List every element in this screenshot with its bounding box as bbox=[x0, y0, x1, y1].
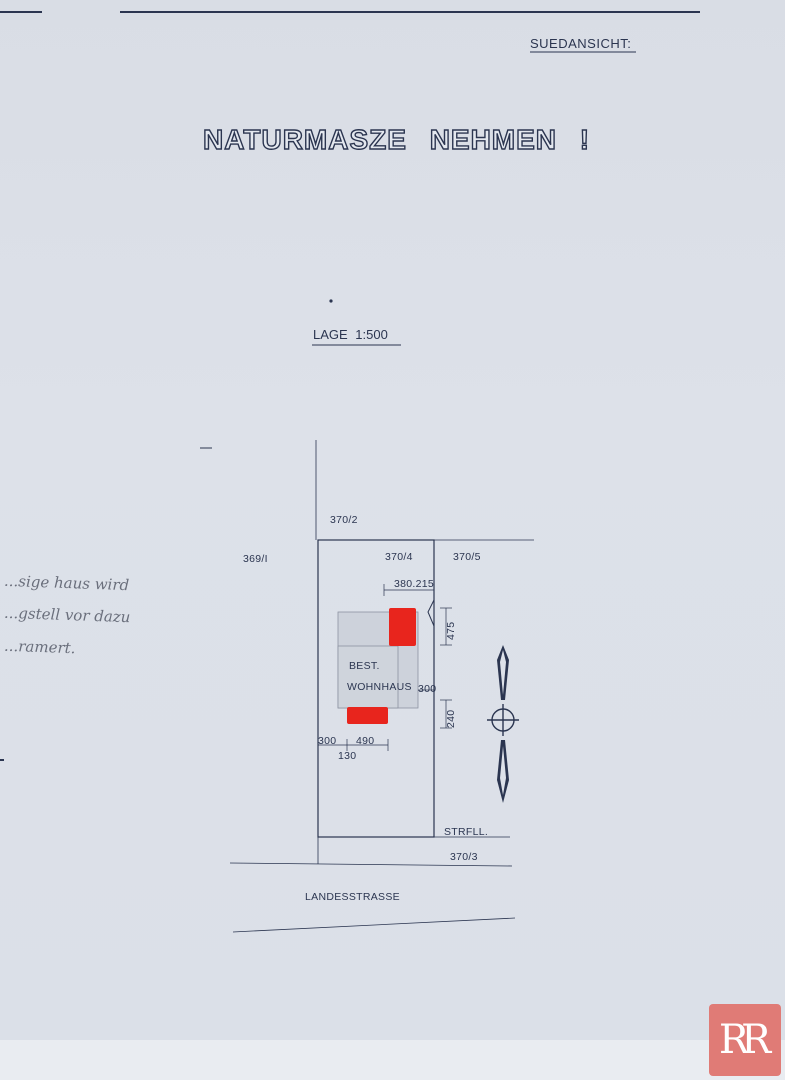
parcel-label-own: 370/4 bbox=[385, 551, 413, 563]
dot-mark bbox=[329, 299, 333, 303]
boundary-kink bbox=[427, 599, 435, 627]
dim-label-bottom-right: 490 bbox=[356, 735, 375, 747]
road-edge-upper bbox=[229, 862, 513, 867]
extension-south bbox=[347, 707, 388, 724]
dim-label-right-upper: 475 bbox=[445, 621, 457, 640]
dim-label-bottom-sub: 130 bbox=[338, 750, 357, 762]
road-label: LANDESSTRASSE bbox=[305, 891, 400, 903]
page-heading: NATURMASZE NEHMEN ! bbox=[202, 123, 591, 155]
dim-label-top: 380.215 bbox=[394, 578, 435, 590]
logo-text: RR bbox=[718, 1017, 771, 1063]
building-label-line1: BEST. bbox=[349, 660, 380, 672]
dim-label-bottom-left: 300 bbox=[318, 735, 337, 747]
road-edge-lower bbox=[232, 917, 516, 933]
building-label-line2: WOHNHAUS bbox=[347, 681, 412, 693]
dim-label-right-lower: 240 bbox=[445, 709, 457, 728]
parcel-label-west: 369/I bbox=[243, 553, 268, 565]
scale-label: LAGE 1:500 bbox=[313, 327, 388, 342]
scan-margin bbox=[0, 1040, 785, 1080]
extension-north bbox=[389, 608, 416, 646]
house-wing bbox=[337, 645, 399, 709]
view-label: SUEDANSICHT: bbox=[530, 36, 632, 51]
dim-label-right-side: 300 bbox=[418, 683, 437, 695]
site-plan-drawing bbox=[0, 11, 700, 933]
parcel-label-north: 370/2 bbox=[330, 514, 358, 526]
watermark-logo: RR bbox=[709, 1004, 781, 1076]
parcel-label-south: 370/3 bbox=[450, 851, 478, 863]
parcel-label-east: 370/5 bbox=[453, 551, 481, 563]
blueprint-sheet bbox=[0, 0, 785, 1040]
handwritten-note-3: ...ramert. bbox=[3, 636, 76, 658]
north-arrow-icon bbox=[487, 645, 519, 803]
street-line-label: STRFLL. bbox=[444, 826, 489, 838]
property-boundary bbox=[317, 539, 435, 838]
